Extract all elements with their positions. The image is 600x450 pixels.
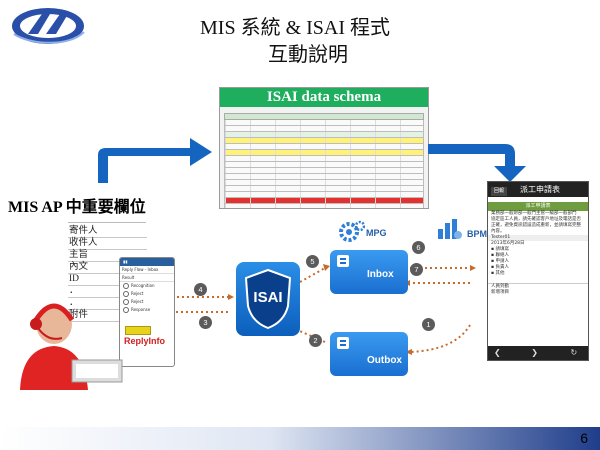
back-button[interactable]: 回報: [491, 187, 508, 196]
step-badge: 7: [410, 263, 423, 276]
step-badge: 2: [309, 334, 322, 347]
mobile-top-bar: 回報 派工申請表: [488, 182, 588, 197]
mobile-form-screen: 回報 派工申請表 派工申請表 業務部一般財部一般門主管一級部一般部門 協定區工人…: [487, 181, 589, 361]
schema-panel: ISAI data schema: [219, 87, 429, 209]
schema-row: [224, 120, 424, 126]
inbox-label: Inbox: [367, 269, 394, 280]
phone-option[interactable]: Response: [120, 306, 174, 314]
replyinfo-logo: ReplyInfo: [124, 336, 166, 346]
step-badge: 4: [194, 283, 207, 296]
schema-row: [224, 162, 424, 168]
step-badge: 3: [199, 316, 212, 329]
outbox-label: Outbox: [367, 355, 402, 366]
bpm-label: BPM: [467, 229, 487, 239]
form-line: ▪ 申請人: [491, 259, 509, 264]
replyinfo-phone: ▮▮ Reply Flow - Inbox Result Recognition…: [119, 257, 175, 367]
form-line: Tester01: [488, 235, 588, 241]
form-section-header: 派工申請表: [488, 202, 588, 211]
mobile-bottom-bar: ❮ ❯ ↻: [488, 346, 588, 360]
outbox-icon: [337, 337, 349, 349]
back-arrow-icon[interactable]: ❮: [494, 348, 501, 357]
schema-row: [224, 138, 424, 144]
page-number: 6: [580, 430, 588, 446]
form-section: 新增項目: [491, 290, 509, 295]
form-field-attachment: 附件: [68, 310, 147, 322]
phone-option[interactable]: Recognition: [120, 282, 174, 290]
form-line: 2013年6月28日: [491, 241, 525, 246]
form-field-ellipsis: ．: [68, 298, 147, 310]
phone-option[interactable]: Reject: [120, 298, 174, 306]
form-line: 業務部一般財部一般門主管一級部一般部門: [491, 211, 577, 216]
form-line: ▪ 請填寫: [491, 247, 509, 252]
form-line: ▪ 其他: [491, 271, 505, 276]
schema-row: [224, 132, 424, 138]
schema-title: ISAI data schema: [220, 88, 428, 107]
schema-row: [224, 156, 424, 162]
form-line: 協定區工人員，請先確認客戶地址及電話是否正確，避免資訊錯誤造成重新，並請填寫完整…: [491, 217, 581, 234]
mobile-title: 派工申請表: [520, 185, 560, 194]
step-badge: 5: [306, 255, 319, 268]
schema-row: [224, 204, 424, 208]
form-field-recipient: 收件人: [68, 238, 147, 250]
isai-label: ISAI: [253, 289, 283, 306]
schema-row: [224, 126, 424, 132]
footer-bar: [0, 427, 600, 450]
arrow-to-mobile: [428, 144, 526, 182]
gear-icon: [339, 220, 365, 242]
schema-row: [224, 150, 424, 156]
schema-row: [224, 192, 424, 198]
form-section: 人員到勤: [488, 283, 588, 290]
phone-status-bar: ▮▮: [120, 258, 174, 266]
schema-row: [224, 144, 424, 150]
step-badge: 6: [412, 241, 425, 254]
form-field-ellipsis: ．: [68, 286, 147, 298]
slide-title: MIS 系統 & ISAI 程式: [200, 17, 391, 39]
inbox-icon: [337, 255, 349, 267]
mpg-label: MPG: [366, 228, 387, 238]
form-line: ▪ 負責人: [491, 265, 509, 270]
slide-subtitle: 互動說明: [268, 44, 348, 66]
phone-row: Reply Flow - Inbox: [120, 266, 174, 274]
schema-header-row: [224, 113, 424, 120]
refresh-icon[interactable]: ↻: [570, 348, 578, 357]
shield-icon: [244, 268, 292, 330]
support-agent-icon: [20, 303, 123, 390]
company-logo-icon: [12, 8, 85, 44]
forward-arrow-icon[interactable]: ❯: [531, 348, 538, 357]
phone-submit-button[interactable]: [125, 326, 151, 335]
step-badge: 1: [422, 318, 435, 331]
phone-row: Result: [120, 274, 174, 282]
form-line: ▪ 聯絡人: [491, 253, 509, 258]
form-field-sender: 寄件人: [68, 226, 147, 238]
form-field-body: 內文: [68, 262, 147, 274]
form-field-id: ID: [68, 274, 147, 286]
mis-ap-label: MIS AP 中重要欄位: [8, 199, 146, 216]
arrow-to-schema: [98, 138, 212, 183]
schema-row: [224, 198, 424, 204]
schema-row: [224, 174, 424, 180]
form-field-subject: 主旨: [68, 250, 147, 262]
schema-row: [224, 168, 424, 174]
bpm-chart-icon: [438, 219, 462, 239]
schema-row: [224, 180, 424, 186]
phone-option[interactable]: Reject: [120, 290, 174, 298]
schema-row: [224, 186, 424, 192]
